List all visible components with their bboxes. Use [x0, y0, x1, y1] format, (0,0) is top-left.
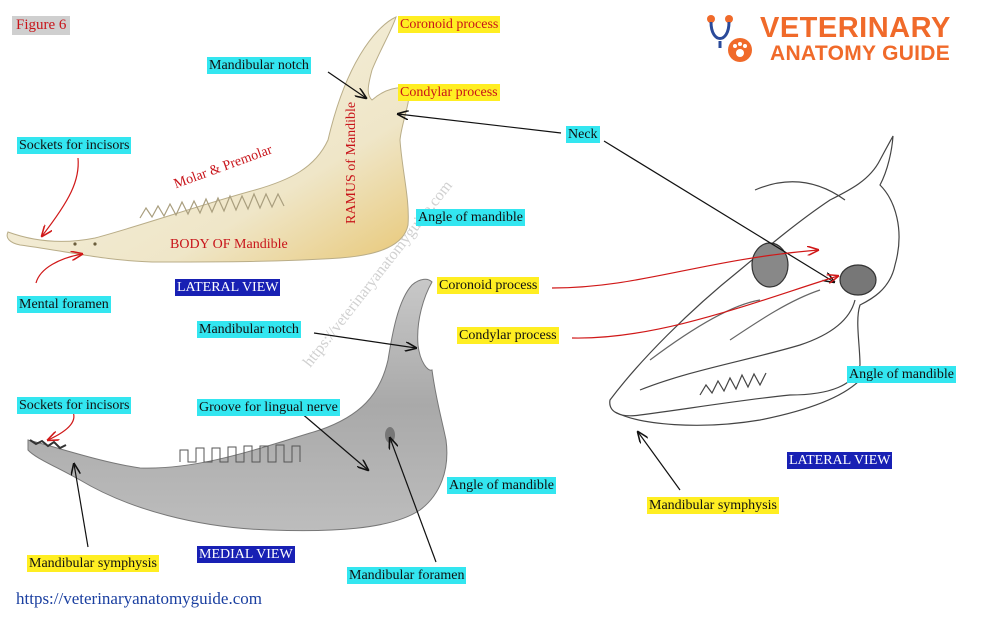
ramus-label: RAMUS of Mandible	[344, 101, 359, 224]
medial-sockets-for-incisors-label: Sockets for incisors	[17, 397, 132, 414]
skull-lateral-view-tag: LATERAL VIEW	[787, 452, 893, 469]
groove-for-lingual-nerve-label: Groove for lingual nerve	[197, 399, 340, 416]
lateral-mandible-image	[6, 16, 410, 263]
lateral-view-tag: LATERAL VIEW	[175, 279, 281, 296]
coronoid-process-label: Coronoid process	[398, 16, 501, 33]
logo: VETERINARY ANATOMY GUIDE	[702, 10, 972, 66]
logo-subtitle: ANATOMY GUIDE	[770, 42, 951, 65]
skull-mandibular-symphysis-label: Mandibular symphysis	[647, 497, 779, 514]
medial-mandibular-notch-label: Mandibular notch	[197, 321, 301, 338]
logo-title: VETERINARY	[760, 12, 951, 44]
neck-label: Neck	[566, 126, 600, 143]
condylar-process-label: Condylar process	[398, 84, 500, 101]
skull-condylar-process-label: Condylar process	[457, 327, 559, 344]
figure-label: Figure 6	[12, 16, 71, 35]
stethoscope-paw-icon	[707, 15, 752, 62]
skull-coronoid-process-label: Coronoid process	[437, 277, 540, 294]
red-pointer-lines	[35, 157, 838, 440]
mandibular-notch-label: Mandibular notch	[207, 57, 311, 74]
sockets-for-incisors-label: Sockets for incisors	[17, 137, 132, 154]
medial-mandible-image	[27, 278, 448, 532]
skull-angle-of-mandible-label: Angle of mandible	[847, 366, 956, 383]
pointer-lines	[74, 71, 834, 563]
medial-angle-of-mandible-label: Angle of mandible	[447, 477, 556, 494]
medial-view-tag: MEDIAL VIEW	[197, 546, 295, 563]
mandibular-foramen-label: Mandibular foramen	[347, 567, 467, 584]
body-of-mandible-label: BODY OF Mandible	[170, 237, 288, 252]
footer-url-link[interactable]: https://veterinaryanatomyguide.com	[16, 589, 262, 608]
medial-mandibular-symphysis-label: Mandibular symphysis	[27, 555, 159, 572]
mental-foramen-label: Mental foramen	[17, 296, 111, 313]
skull-sketch-image	[609, 135, 900, 426]
angle-of-mandible-label: Angle of mandible	[416, 209, 525, 226]
